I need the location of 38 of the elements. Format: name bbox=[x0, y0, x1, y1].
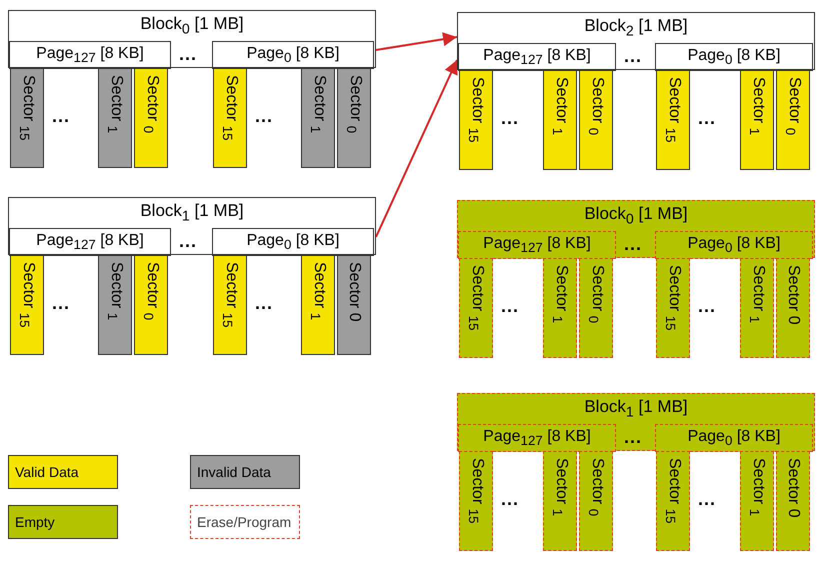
legend-swatch: Erase/Program bbox=[190, 505, 300, 539]
sector-box: Sector 0 bbox=[776, 258, 810, 358]
sector-box: Sector 0 bbox=[337, 255, 371, 355]
ellipsis: ... bbox=[698, 108, 716, 129]
ellipsis: ... bbox=[501, 296, 520, 317]
page-box: Page$_{0}$ [8 KB] bbox=[655, 424, 813, 452]
block-title: Block$_{2}$ [1 MB] bbox=[584, 16, 688, 40]
block-frame bbox=[457, 393, 815, 451]
arrow bbox=[376, 32, 458, 51]
block-frame bbox=[457, 200, 815, 258]
block-frame bbox=[8, 197, 376, 255]
block-title: Block$_{1}$ [1 MB] bbox=[140, 201, 244, 225]
ellipsis: ... bbox=[624, 234, 642, 255]
block-title: Block$_{0}$ [1 MB] bbox=[140, 14, 244, 38]
ellipsis: ... bbox=[255, 106, 274, 127]
ellipsis: ... bbox=[698, 489, 716, 510]
ellipsis: ... bbox=[501, 108, 520, 129]
block-title: Block$_{1}$ [1 MB] bbox=[584, 397, 688, 421]
ellipsis: ... bbox=[624, 46, 642, 67]
ellipsis: ... bbox=[52, 106, 70, 127]
arrow bbox=[375, 60, 458, 238]
legend-swatch: Invalid Data bbox=[190, 455, 300, 489]
block-frame bbox=[457, 12, 815, 70]
page-box: Page$_{0}$ [8 KB] bbox=[655, 231, 813, 259]
ellipsis: ... bbox=[179, 231, 198, 252]
ellipsis: ... bbox=[698, 296, 716, 317]
ellipsis: ... bbox=[255, 293, 274, 314]
page-box: Page$_{127}$ [8 KB] bbox=[458, 424, 616, 452]
block-frame bbox=[8, 10, 376, 68]
ellipsis: ... bbox=[52, 293, 70, 314]
legend-swatch: Valid Data bbox=[8, 455, 118, 489]
ellipsis: ... bbox=[624, 427, 642, 448]
legend-swatch: Empty bbox=[8, 505, 118, 539]
sector-box: Sector 0 bbox=[776, 451, 810, 551]
ellipsis: ... bbox=[179, 44, 198, 65]
ellipsis: ... bbox=[501, 489, 520, 510]
page-box: Page$_{127}$ [8 KB] bbox=[458, 231, 616, 259]
block-title: Block$_{0}$ [1 MB] bbox=[584, 204, 688, 228]
